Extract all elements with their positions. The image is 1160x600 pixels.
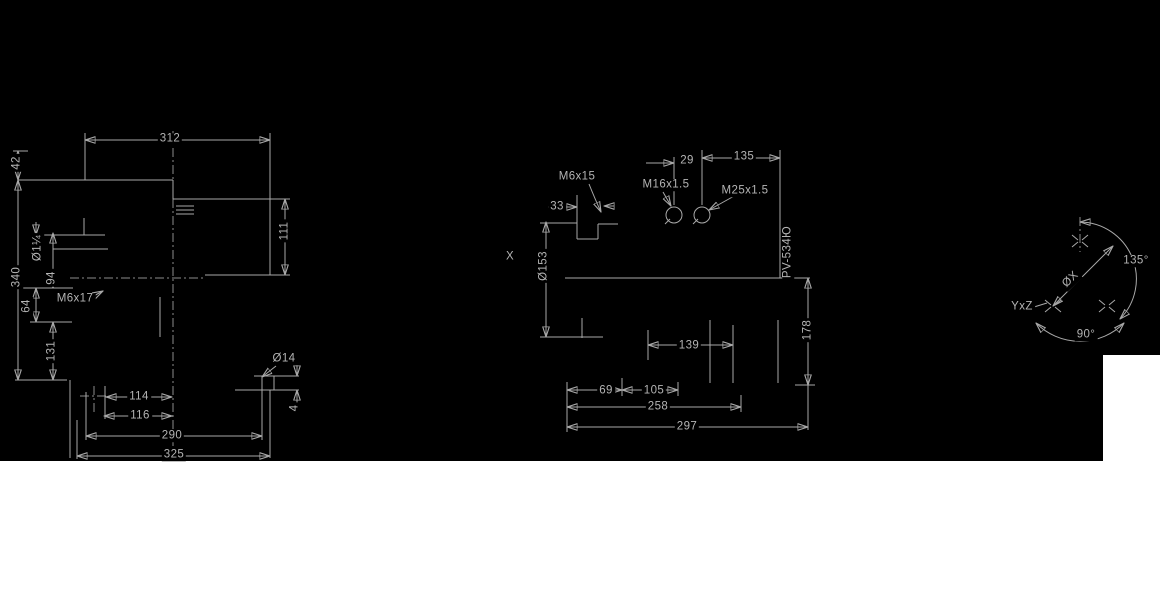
angle-135-label: 135°: [1121, 254, 1151, 267]
dim-258-label: 258: [645, 400, 671, 413]
dim-340-label: 340: [10, 264, 23, 290]
port-size-label: Ø1¼: [31, 232, 44, 264]
dia-14-label: Ø14: [270, 352, 298, 365]
m16-tapped-hole: [665, 206, 683, 224]
paper-background-right: [1103, 355, 1160, 462]
dim-33-label: 33: [548, 200, 566, 213]
top-view-linework: [540, 150, 815, 432]
dim-69-label: 69: [597, 384, 615, 397]
dim-116-label: 116: [128, 409, 152, 422]
arc-90deg: [1036, 323, 1124, 342]
m25-leader: [709, 194, 737, 210]
dim-105-label: 105: [641, 384, 667, 397]
thread-m25-label: M25x1.5: [719, 184, 771, 197]
dia-153-label: Ø153: [537, 249, 550, 283]
dia14-leader: [262, 365, 277, 377]
dim-111-label: 111: [278, 219, 291, 243]
dim-178-label: 178: [801, 317, 814, 343]
dim-139-label: 139: [676, 339, 702, 352]
model-code-label: PV-534Ю: [781, 223, 794, 281]
dim-42-label: 42: [10, 154, 23, 172]
dim-94-label: 94: [45, 269, 58, 287]
section-x-label: X: [503, 250, 517, 263]
hole-mark-bottom-right: [1098, 299, 1116, 313]
dim-135-label: 135: [731, 150, 757, 163]
m6x15-leader: [588, 183, 601, 212]
m25-tapped-hole: [693, 206, 711, 224]
hole-mark-bottom-left: [1044, 299, 1062, 313]
dim-29-label: 29: [678, 154, 696, 167]
thread-m6x15-label: M6x15: [556, 170, 598, 183]
m16-leader: [663, 191, 671, 206]
dim-312-label: 312: [157, 132, 183, 145]
thread-m16-label: M16x1.5: [640, 178, 692, 191]
thread-yxz-label: YxZ: [1009, 300, 1035, 313]
paper-background-bottom: [0, 461, 1160, 600]
dim-290-label: 290: [159, 429, 185, 442]
dim-114-label: 114: [127, 390, 151, 403]
dim-64-label: 64: [20, 297, 33, 315]
bolt-circle-view-linework: [1033, 217, 1137, 342]
dim-4-label: 4: [288, 402, 301, 414]
yxz-leader: [1033, 302, 1048, 308]
angle-90-label: 90°: [1074, 328, 1098, 341]
dim-297-label: 297: [674, 420, 700, 433]
spline-shaft-symbol: [176, 205, 194, 215]
bolt-circle-diameter-line: [1053, 246, 1113, 306]
dim-325-label: 325: [161, 448, 187, 461]
thread-m6x17-label: M6x17: [54, 292, 96, 305]
dim-131-label: 131: [45, 338, 58, 364]
